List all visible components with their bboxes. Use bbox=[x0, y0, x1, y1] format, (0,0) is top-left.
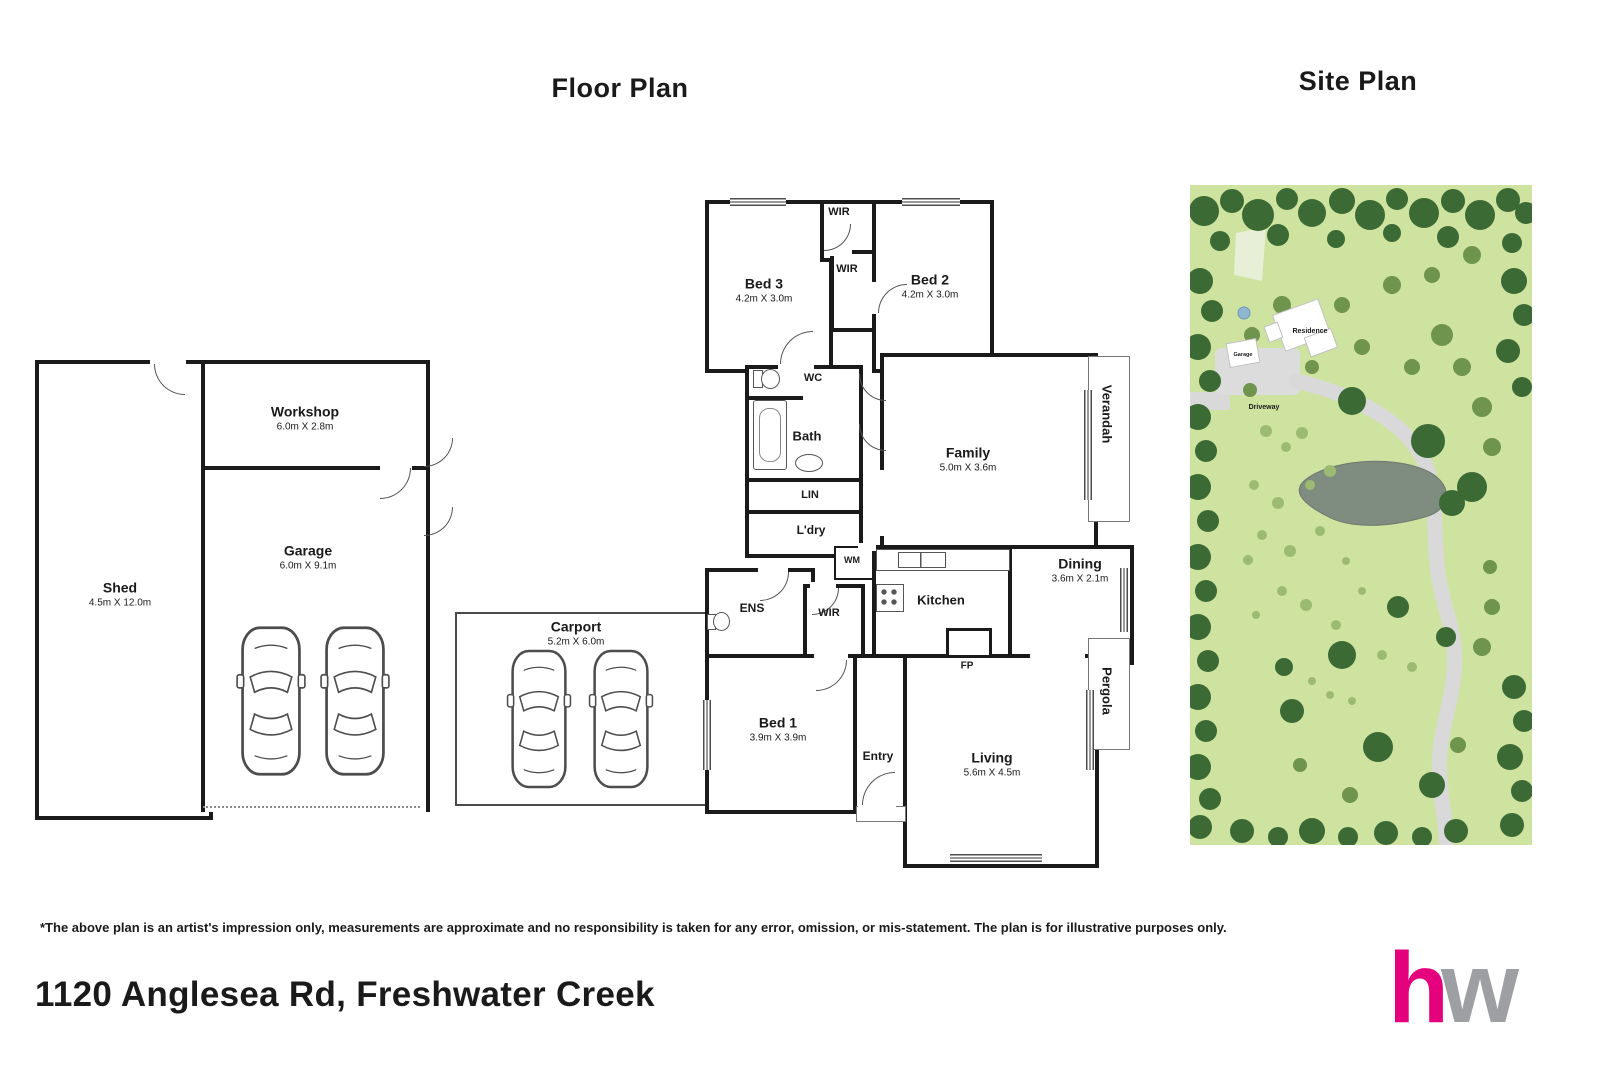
wall-opening bbox=[826, 246, 852, 256]
small-pond bbox=[1237, 306, 1251, 320]
bath-label: Bath bbox=[792, 428, 822, 444]
room-carport bbox=[455, 612, 709, 806]
window bbox=[703, 700, 711, 770]
wall-opening bbox=[758, 566, 788, 574]
bathtub-inner bbox=[759, 408, 781, 462]
residence-shape bbox=[1263, 298, 1339, 358]
lin-label: LIN bbox=[801, 488, 819, 501]
window bbox=[730, 198, 786, 206]
bed3-label: Bed 3 4.2m X 3.0m bbox=[735, 275, 793, 305]
toilet-bowl-icon bbox=[761, 369, 780, 389]
wall-opening bbox=[416, 436, 426, 464]
pergola-label: Pergola bbox=[1099, 667, 1115, 715]
wall-opening bbox=[851, 424, 859, 450]
site-residence-label: Residence bbox=[1292, 328, 1327, 335]
toilet-bowl-icon bbox=[713, 612, 730, 631]
window bbox=[950, 854, 1042, 862]
bed2-label: Bed 2 4.2m X 3.0m bbox=[901, 271, 959, 301]
wall-opening bbox=[876, 470, 886, 536]
door-arc-icon bbox=[859, 424, 886, 451]
wall-opening bbox=[778, 359, 814, 369]
wall-opening bbox=[810, 582, 836, 590]
door-arc-icon bbox=[424, 507, 453, 536]
door-arc-icon bbox=[859, 374, 886, 401]
entry-label: Entry bbox=[862, 749, 894, 764]
wall-opening bbox=[851, 374, 859, 400]
car-icon bbox=[320, 620, 390, 782]
window bbox=[1120, 568, 1128, 632]
car-icon bbox=[506, 648, 572, 790]
site-garage-shape bbox=[1225, 337, 1261, 369]
wall-opening bbox=[851, 516, 859, 544]
carport-label: Carport 5.2m X 6.0m bbox=[547, 618, 605, 648]
site-garage-label: Garage bbox=[1234, 352, 1253, 358]
trees-dark bbox=[1190, 188, 1532, 845]
hw-logo: hw bbox=[1388, 938, 1519, 1038]
room-garage bbox=[201, 466, 430, 812]
stove-icon bbox=[876, 584, 904, 612]
room-shed bbox=[35, 360, 213, 820]
wall-opening bbox=[380, 462, 412, 472]
verandah-label: Verandah bbox=[1099, 384, 1115, 444]
garage-label: Garage 6.0m X 9.1m bbox=[279, 542, 337, 572]
floor-plan-title: Floor Plan bbox=[551, 73, 689, 103]
wall-opening bbox=[416, 505, 426, 537]
wm-label: WM bbox=[844, 555, 860, 566]
ldry-label: L'dry bbox=[796, 523, 826, 538]
disclaimer-text: *The above plan is an artist's impressio… bbox=[40, 920, 1227, 935]
basin-icon bbox=[795, 454, 823, 472]
wir-mid-label: WIR bbox=[836, 262, 858, 275]
kitchen-sink-icon bbox=[898, 552, 946, 568]
wall-opening bbox=[814, 652, 848, 662]
room-family bbox=[880, 353, 1098, 555]
wall-opening bbox=[858, 543, 876, 551]
property-address: 1120 Anglesea Rd, Freshwater Creek bbox=[35, 975, 655, 1014]
wir-top-label: WIR bbox=[828, 205, 850, 218]
window bbox=[1086, 690, 1094, 770]
wall-opening bbox=[858, 800, 896, 810]
garage-opening bbox=[203, 806, 420, 808]
dining-label: Dining 3.6m X 2.1m bbox=[1051, 555, 1109, 585]
washing-machine-box bbox=[834, 546, 874, 580]
wc-label: WC bbox=[803, 371, 823, 384]
shed-label: Shed 4.5m X 12.0m bbox=[88, 579, 152, 609]
room-living bbox=[903, 654, 1099, 868]
fireplace-box bbox=[946, 628, 992, 658]
kitchen-label: Kitchen bbox=[917, 592, 965, 608]
living-label: Living 5.6m X 4.5m bbox=[963, 749, 1021, 779]
workshop-label: Workshop 6.0m X 2.8m bbox=[270, 403, 340, 433]
wall-opening bbox=[150, 356, 186, 366]
wall-opening bbox=[869, 282, 878, 314]
site-clearing bbox=[1234, 227, 1266, 281]
window bbox=[1084, 390, 1092, 500]
site-driveway-label: Driveway bbox=[1249, 404, 1280, 411]
room-workshop bbox=[201, 360, 430, 478]
trees-mid bbox=[1243, 246, 1501, 803]
site-plan-title: Site Plan bbox=[1298, 66, 1418, 96]
car-icon bbox=[236, 620, 306, 782]
trees-light bbox=[1243, 425, 1417, 705]
door-arc-icon bbox=[424, 438, 453, 467]
site-plan-map: Residence Garage Driveway bbox=[1190, 185, 1532, 845]
wir-bed1-label: WIR bbox=[818, 606, 840, 619]
fp-label: FP bbox=[960, 660, 974, 672]
car-icon bbox=[588, 648, 654, 790]
ens-label: ENS bbox=[739, 601, 765, 616]
bathtub-icon bbox=[753, 400, 787, 470]
pond bbox=[1298, 460, 1447, 526]
family-label: Family 5.0m X 3.6m bbox=[939, 444, 997, 474]
logo-h: h bbox=[1388, 932, 1449, 1044]
wall-opening bbox=[1030, 648, 1085, 660]
wc-bath-divider-wall bbox=[749, 396, 803, 400]
room-ldry bbox=[745, 510, 863, 558]
logo-w: w bbox=[1441, 932, 1519, 1044]
window bbox=[902, 198, 960, 206]
bed1-label: Bed 1 3.9m X 3.9m bbox=[749, 714, 807, 744]
